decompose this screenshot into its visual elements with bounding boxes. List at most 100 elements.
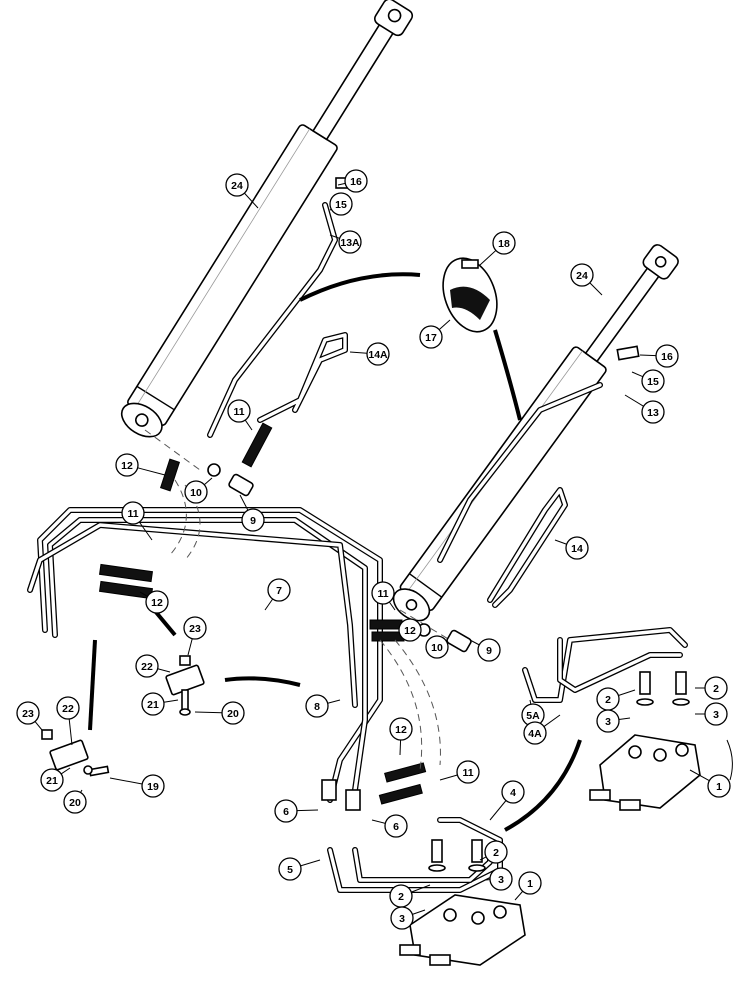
callout-circle <box>267 578 291 602</box>
callout-leader <box>349 351 368 354</box>
callout-30: 11 <box>371 581 396 611</box>
callout-label: 3 <box>498 874 504 886</box>
callout-leader <box>34 721 43 731</box>
callout-3: 15 <box>329 192 353 216</box>
callout-circle <box>477 638 501 662</box>
callout-1: 24 <box>225 173 259 209</box>
cylinder-tube-13a-14a <box>207 202 348 438</box>
callout-22: 21 <box>141 692 179 716</box>
callout-leader <box>194 711 223 714</box>
callout-circle <box>501 780 525 804</box>
callout-13: 16 <box>639 344 679 368</box>
callout-44: 6 <box>371 814 408 838</box>
callout-label: 8 <box>314 701 320 713</box>
callout-circle <box>221 701 245 725</box>
callout-label: 19 <box>147 781 159 793</box>
callout-label: 20 <box>227 708 239 720</box>
callout-34: 5A <box>521 699 545 727</box>
callout-label: 5 <box>287 864 293 876</box>
callout-circle <box>596 709 620 733</box>
callout-label: 16 <box>350 176 362 188</box>
callout-47: 2 <box>479 840 508 864</box>
callout-leader <box>68 718 73 746</box>
callout-leader <box>60 767 71 775</box>
callout-49: 3 <box>484 867 513 891</box>
callout-label: 12 <box>395 724 407 736</box>
callout-16: 14 <box>554 536 589 560</box>
callout-circle <box>707 774 731 798</box>
callout-leader <box>589 282 603 296</box>
callout-label: 12 <box>151 597 163 609</box>
callout-circle <box>16 701 40 725</box>
callout-circle <box>389 717 413 741</box>
callout-leader <box>138 521 153 541</box>
callout-29: 19 <box>109 774 165 798</box>
callout-label: 12 <box>121 460 133 472</box>
callout-leader <box>618 689 636 696</box>
callout-leader <box>624 394 644 407</box>
callout-33: 9 <box>469 638 501 662</box>
callout-label: 11 <box>377 588 388 600</box>
callout-label: 15 <box>335 199 347 211</box>
callout-label: 20 <box>69 797 81 809</box>
callout-label: 9 <box>250 515 256 527</box>
callout-leader <box>329 234 340 239</box>
callout-leader <box>327 699 341 704</box>
callout-31: 12 <box>398 618 422 642</box>
callout-6: 11 <box>227 399 253 431</box>
callout-label: 23 <box>22 708 34 720</box>
callout-circle <box>492 231 516 255</box>
callout-50: 3 <box>390 906 426 930</box>
callout-circle <box>184 480 208 504</box>
callout-leader <box>412 909 426 915</box>
callout-circle <box>141 774 165 798</box>
callout-circle <box>419 325 443 349</box>
callout-41: 12 <box>389 717 413 756</box>
callout-label: 21 <box>147 699 159 711</box>
callout-label: 12 <box>404 625 416 637</box>
callout-circle <box>456 760 480 784</box>
callout-circle <box>338 230 362 254</box>
callout-circle <box>115 453 139 477</box>
callout-leader <box>399 739 402 756</box>
callout-46: 5 <box>278 857 321 881</box>
callout-11: 17 <box>419 319 451 349</box>
callout-39: 3 <box>695 702 728 726</box>
callout-4: 13A <box>329 230 362 254</box>
callout-circle <box>141 692 165 716</box>
callout-45: 4 <box>489 780 525 821</box>
callout-leader <box>203 477 213 486</box>
callout-circle <box>565 536 589 560</box>
callout-37: 3 <box>596 709 631 733</box>
callout-label: 23 <box>189 623 201 635</box>
callout-15: 13 <box>624 394 665 424</box>
callout-7: 12 <box>115 453 166 477</box>
callout-51: 1 <box>514 871 542 901</box>
callout-26: 22 <box>56 696 80 746</box>
left-lift-cylinder <box>120 0 414 438</box>
clamp-bracket-lower <box>41 729 110 777</box>
callout-label: 24 <box>576 270 588 282</box>
upper-valve-tubes <box>522 627 688 703</box>
callout-circle <box>704 702 728 726</box>
callout-label: 17 <box>425 332 437 344</box>
callout-leader <box>139 591 148 597</box>
callout-circle <box>518 871 542 895</box>
callout-label: 2 <box>398 891 404 903</box>
callout-label: 16 <box>661 351 673 363</box>
callout-leader <box>300 859 321 867</box>
callout-label: 18 <box>498 238 510 250</box>
callout-circle <box>523 721 547 745</box>
callout-circle <box>384 814 408 838</box>
callout-label: 4 <box>510 787 516 799</box>
callout-17: 11 <box>121 501 153 541</box>
callout-label: 3 <box>399 913 405 925</box>
callout-leader <box>296 809 319 812</box>
callout-leader <box>137 467 166 476</box>
callout-circle <box>655 344 679 368</box>
callout-circle <box>641 400 665 424</box>
callout-18: 12 <box>139 590 169 614</box>
